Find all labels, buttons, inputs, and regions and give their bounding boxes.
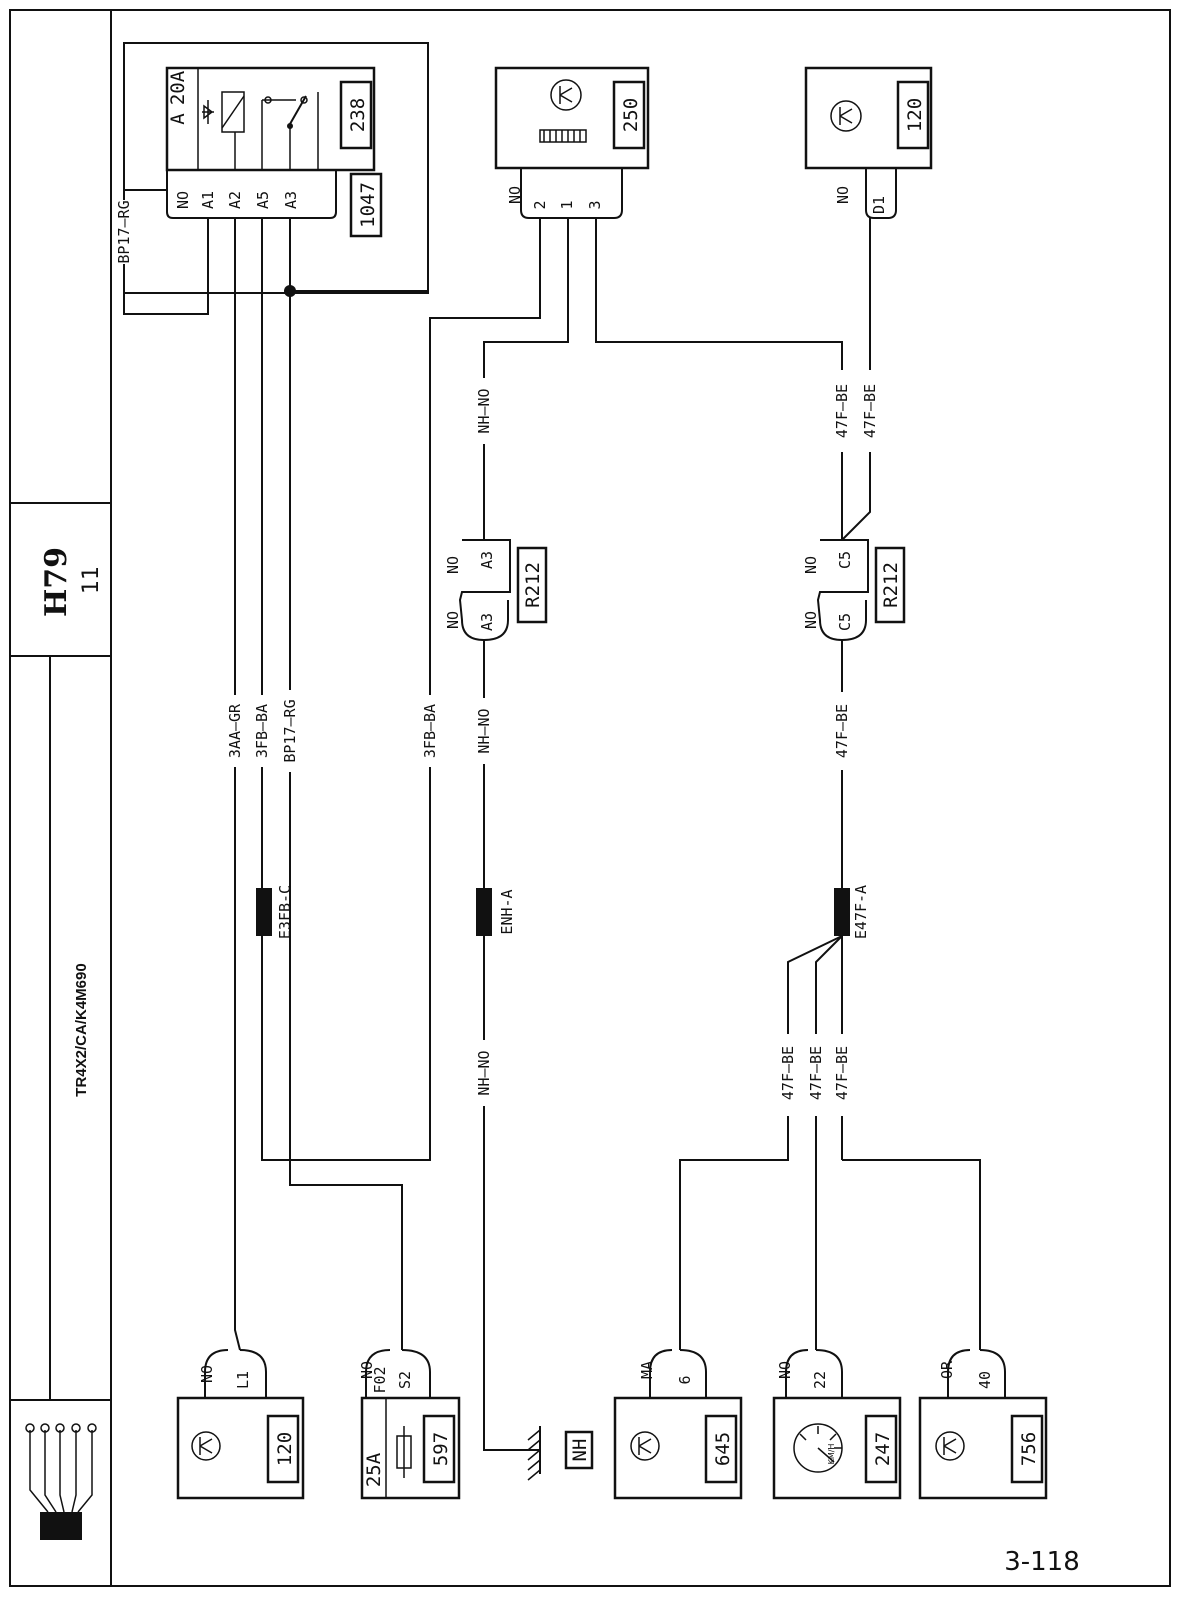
component-247: NO 22 KM/H 247 bbox=[772, 1349, 902, 1500]
svg-text:1: 1 bbox=[558, 200, 576, 209]
svg-text:NO: NO bbox=[802, 556, 820, 574]
svg-text:3: 3 bbox=[586, 200, 604, 209]
svg-text:NO: NO bbox=[834, 186, 852, 204]
svg-text:47F—BE: 47F—BE bbox=[833, 1046, 851, 1100]
wire-nh-no: NH—NO NH—NO NH—NO bbox=[475, 218, 569, 1451]
svg-text:3FB—BA: 3FB—BA bbox=[253, 704, 271, 758]
svg-text:S2: S2 bbox=[396, 1371, 414, 1389]
svg-text:25A: 25A bbox=[363, 1452, 385, 1487]
svg-text:BP17—RG: BP17—RG bbox=[281, 699, 299, 762]
svg-text:NO: NO bbox=[506, 186, 524, 204]
wire-47f-branch-645: 47F—BE bbox=[679, 935, 843, 1350]
connector-r212-c5: NO C5 NO C5 R212 bbox=[802, 539, 906, 642]
component-597: NO S2 F02 25A 597 bbox=[358, 1349, 461, 1500]
splice-enh-a: ENH-A bbox=[476, 888, 516, 936]
connector-r212-a3: NO A3 NO A3 R212 bbox=[444, 539, 548, 642]
wire-bp17-rg: BP17—RG bbox=[281, 218, 428, 1350]
component-1047: A 20A 238 1047 NO A1 A2 A5 A3 bbox=[123, 42, 429, 294]
sheet-subtitle: 11 bbox=[79, 566, 104, 594]
svg-text:D1: D1 bbox=[870, 196, 888, 214]
wire-3aa-gr: 3AA—GR bbox=[226, 218, 244, 1351]
svg-text:22: 22 bbox=[811, 1371, 829, 1389]
svg-text:F02: F02 bbox=[371, 1366, 389, 1393]
c645-code: 645 bbox=[712, 1432, 734, 1466]
svg-text:A1: A1 bbox=[199, 191, 217, 209]
splice-e3fb-c: E3FB-C bbox=[256, 885, 294, 939]
svg-text:2: 2 bbox=[531, 200, 549, 209]
splice-e47f-a: E47F-A bbox=[834, 885, 870, 939]
component-120-bottom: NO L1 120 bbox=[176, 1349, 305, 1500]
svg-text:NH—NO: NH—NO bbox=[475, 388, 493, 433]
vehicle-code: TR4X2/CA/K4M690 bbox=[73, 963, 90, 1096]
c250-code: 250 bbox=[620, 98, 642, 132]
svg-text:47F—BE: 47F—BE bbox=[807, 1046, 825, 1100]
svg-text:6: 6 bbox=[676, 1375, 694, 1384]
c120-bottom-code: 120 bbox=[274, 1432, 296, 1466]
svg-text:C5: C5 bbox=[836, 551, 854, 569]
svg-text:KM/H: KM/H bbox=[827, 1444, 836, 1465]
svg-text:OR: OR bbox=[938, 1360, 956, 1379]
svg-text:40: 40 bbox=[976, 1371, 994, 1389]
svg-text:3AA—GR: 3AA—GR bbox=[226, 703, 244, 758]
svg-text:47F—BE: 47F—BE bbox=[833, 384, 851, 438]
svg-text:47F—BE: 47F—BE bbox=[833, 704, 851, 758]
svg-text:NH—NO: NH—NO bbox=[475, 708, 493, 753]
ground-code: NH bbox=[569, 1439, 591, 1462]
svg-text:20A: 20A bbox=[167, 70, 189, 105]
ground-nh: NH bbox=[527, 1426, 594, 1481]
title-strip: H79 11 TR4X2/CA/K4M690 bbox=[9, 10, 112, 1586]
svg-text:NO: NO bbox=[444, 611, 462, 629]
svg-text:A5: A5 bbox=[254, 191, 272, 209]
svg-text:NO: NO bbox=[174, 191, 192, 209]
component-756: OR 40 756 bbox=[918, 1349, 1048, 1500]
svg-text:NO: NO bbox=[802, 611, 820, 629]
harness-logo bbox=[25, 1423, 97, 1540]
svg-text:L1: L1 bbox=[234, 1371, 252, 1389]
page-frame bbox=[9, 9, 1171, 1587]
svg-text:A: A bbox=[167, 113, 189, 125]
c120-top-code: 120 bbox=[904, 98, 926, 132]
c1047-inner-code: 238 bbox=[347, 98, 369, 132]
svg-text:A3: A3 bbox=[478, 551, 496, 569]
svg-text:C5: C5 bbox=[836, 613, 854, 631]
svg-text:ENH-A: ENH-A bbox=[498, 889, 516, 934]
component-120-top: 120 NO D1 bbox=[804, 66, 933, 219]
c247-code: 247 bbox=[872, 1432, 894, 1466]
svg-text:A3: A3 bbox=[282, 191, 300, 209]
svg-text:E47F-A: E47F-A bbox=[852, 885, 870, 939]
wire-47f-be-pin3: 47F—BE bbox=[595, 218, 851, 540]
svg-text:BP17—RG: BP17—RG bbox=[115, 200, 133, 263]
svg-text:47F—BE: 47F—BE bbox=[861, 384, 879, 438]
c597-code: 597 bbox=[430, 1432, 452, 1466]
wire-3fb-ba: 3FB—BA 3FB—BA bbox=[253, 218, 541, 1161]
r212-a-code: R212 bbox=[522, 562, 544, 608]
svg-text:A2: A2 bbox=[226, 191, 244, 209]
c756-code: 756 bbox=[1018, 1432, 1040, 1466]
sheet-title: H79 bbox=[39, 547, 74, 617]
wire-47f-branch-756: 47F—BE bbox=[833, 1034, 981, 1350]
component-250: 250 NO 2 1 3 bbox=[494, 66, 650, 219]
wire-bp17-top: BP17—RG bbox=[115, 189, 209, 315]
wire-47f-be-d1: 47F—BE bbox=[841, 218, 879, 541]
svg-text:NO: NO bbox=[776, 1361, 794, 1379]
wire-47f-branch-247: 47F—BE bbox=[807, 935, 843, 1350]
svg-text:MA: MA bbox=[638, 1361, 656, 1379]
svg-text:3FB—BA: 3FB—BA bbox=[421, 704, 439, 758]
svg-text:NO: NO bbox=[444, 556, 462, 574]
c1047-code: 1047 bbox=[357, 182, 379, 228]
svg-text:47F—BE: 47F—BE bbox=[779, 1046, 797, 1100]
junction-dot bbox=[284, 285, 296, 297]
svg-text:E3FB-C: E3FB-C bbox=[276, 885, 294, 939]
svg-text:A3: A3 bbox=[478, 613, 496, 631]
r212-c-code: R212 bbox=[880, 562, 902, 608]
svg-text:NH—NO: NH—NO bbox=[475, 1050, 493, 1095]
svg-text:NO: NO bbox=[198, 1365, 216, 1383]
component-645: MA 6 645 bbox=[613, 1349, 743, 1500]
page-number: 3-118 bbox=[1004, 1547, 1080, 1577]
svg-text:NO: NO bbox=[358, 1361, 376, 1379]
